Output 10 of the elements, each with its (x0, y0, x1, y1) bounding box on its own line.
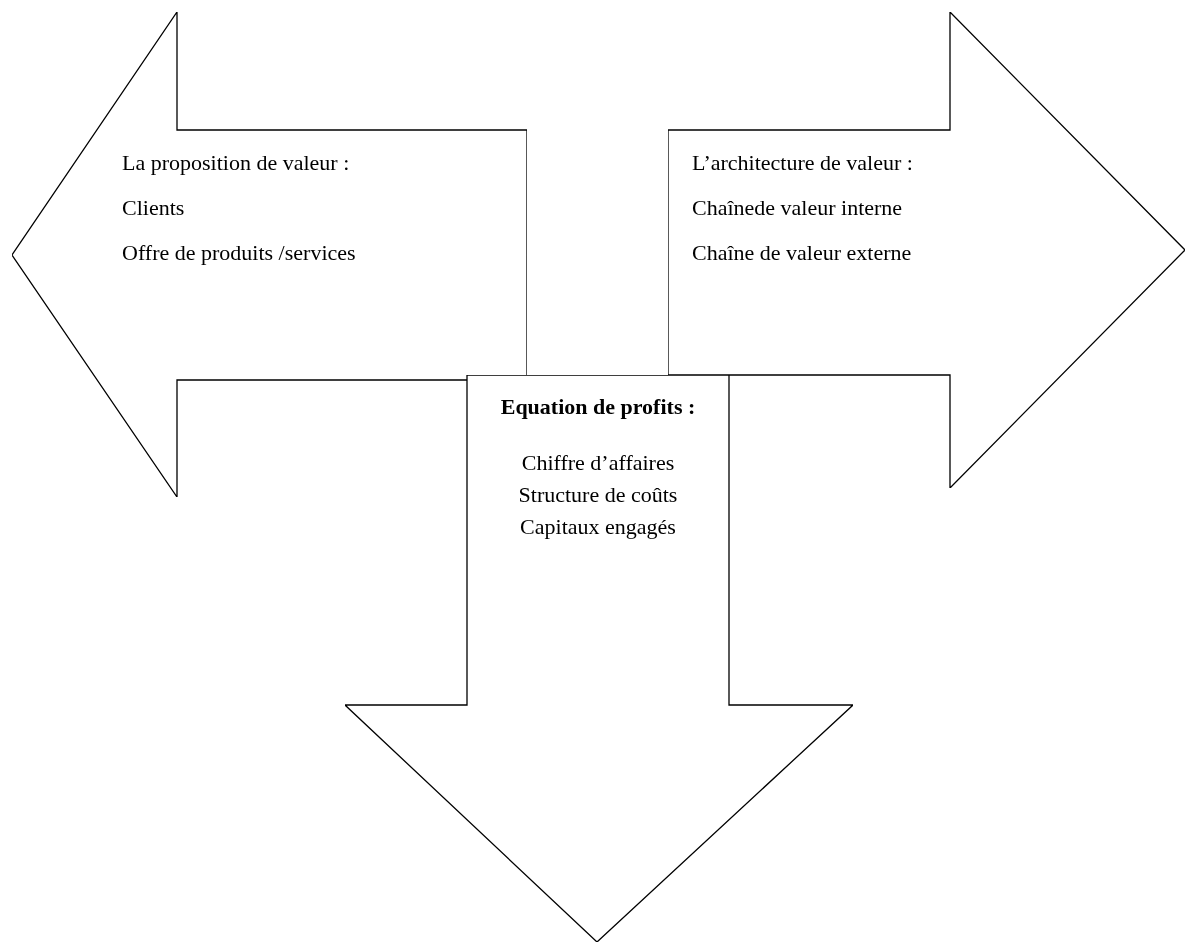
arrow-text: Chiffre d’affaires (520, 450, 676, 476)
arrow-text: Capitaux engagés (519, 514, 677, 540)
arrow-heading: Equation de profits : (499, 393, 697, 421)
arrow-text: Chaîne de valeur externe (692, 240, 912, 266)
arrow-heading: La proposition de valeur : (122, 150, 350, 176)
arrow-text: Clients (122, 195, 185, 221)
arrow-text: Structure de coûts (517, 482, 679, 508)
arrow-text: Offre de produits /services (122, 240, 356, 266)
arrow-heading: L’architecture de valeur : (692, 150, 913, 176)
arrow-text: Chaînede valeur interne (692, 195, 903, 221)
